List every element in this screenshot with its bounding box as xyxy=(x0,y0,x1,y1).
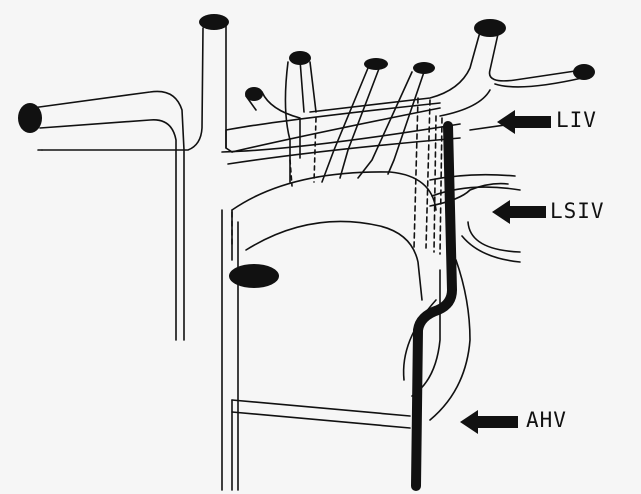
label-lsiv: LSIV xyxy=(550,201,605,222)
dashed-vessel-margins xyxy=(414,98,442,254)
aortic-arch xyxy=(222,172,436,490)
central-trunk xyxy=(32,26,232,340)
left-arrow-icon xyxy=(497,110,551,134)
vessel-openings xyxy=(18,14,595,288)
lower-chamber-outline xyxy=(232,400,410,490)
tributary-opening-1 xyxy=(289,51,311,65)
tributary-opening-3 xyxy=(364,58,388,70)
tributary-opening-4 xyxy=(413,62,435,74)
right-opening xyxy=(573,64,595,80)
right-upper-branch xyxy=(310,32,582,116)
tributary-opening-2 xyxy=(245,87,263,101)
label-liv: LIV xyxy=(556,110,597,131)
top-central-opening xyxy=(199,14,229,30)
top-right-opening xyxy=(474,19,506,37)
left-opening xyxy=(18,103,42,133)
label-ahv: AHV xyxy=(526,410,567,431)
left-arrow-icon xyxy=(460,410,518,434)
left-arrow-icon xyxy=(492,200,546,224)
arch-opening xyxy=(229,264,279,288)
